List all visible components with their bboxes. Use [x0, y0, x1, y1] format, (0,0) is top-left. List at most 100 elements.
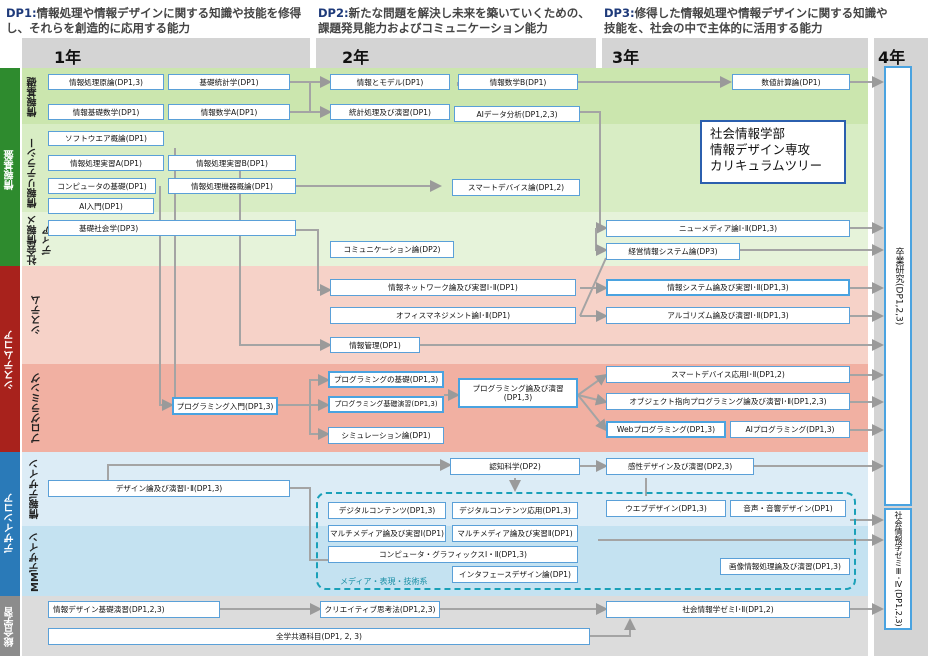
dp3-label: DP3: — [604, 6, 635, 20]
course-programming-ron: プログラミング論及び演習(DP1,3) — [458, 378, 578, 408]
course-label: コミュニケーション論(DP2) — [343, 245, 441, 254]
course-joho-sugaku-b: 情報数学B(DP1) — [458, 74, 578, 90]
course-label: 音声・音響デザイン(DP1) — [743, 504, 833, 513]
course-ai-data-bunseki: AIデータ分析(DP1,2,3) — [454, 106, 580, 122]
course-suchi-keisan: 数値計算論(DP1) — [732, 74, 850, 90]
course-digital-contents-oyo: デジタルコンテンツ応用(DP1,3) — [452, 502, 578, 519]
dp3-text: 修得した情報処理や情報デザインに関する知識や技能を、社会の中で主体的に活用する能… — [604, 6, 888, 35]
course-label: Webプログラミング(DP1,3) — [616, 425, 716, 434]
course-label: 情報デザイン基礎演習(DP1,2,3) — [53, 605, 165, 614]
course-joho-shori-jisshu-b: 情報処理実習B(DP1) — [168, 155, 296, 171]
title-line-2: 情報デザイン専攻 — [710, 142, 811, 157]
course-label: 情報システム論及び実習Ⅰ･Ⅱ(DP1,3) — [667, 283, 789, 292]
course-label: プログラミング基礎演習(DP1,3) — [334, 400, 438, 408]
course-label: 基礎社会学(DP3) — [79, 223, 139, 233]
course-label: 卒業研究(DP1,2,3) — [893, 246, 904, 326]
course-label: 情報処理実習B(DP1) — [196, 158, 268, 168]
course-label: オフィスマネジメント論Ⅰ･Ⅱ(DP1) — [395, 311, 511, 320]
course-label: 認知科学(DP2) — [489, 462, 541, 471]
course-label: クリエイティブ思考法(DP1,2,3) — [324, 605, 436, 614]
media-group-label: メディア・表現・技術系 — [340, 577, 428, 586]
course-label: スマートデバイス応用Ⅰ･Ⅱ(DP1,2) — [671, 370, 785, 379]
course-label: マルチメディア論及び実習Ⅱ(DP1) — [457, 529, 573, 538]
course-label: マルチメディア論及び実習Ⅰ(DP1) — [329, 529, 444, 538]
course-label: 情報管理(DP1) — [349, 340, 401, 350]
title-line-1: 社会情報学部 — [710, 126, 786, 141]
course-simulation-ron: シミュレーション論(DP1) — [328, 427, 444, 444]
course-multimedia-1: マルチメディア論及び実習Ⅰ(DP1) — [328, 525, 446, 542]
course-joho-shori-jisshu-a: 情報処理実習A(DP1) — [48, 155, 164, 171]
course-web-programming: Webプログラミング(DP1,3) — [606, 421, 726, 438]
course-label: コンピュータの基礎(DP1) — [57, 181, 147, 191]
course-label: AIデータ分析(DP1,2,3) — [476, 109, 558, 119]
course-label: 情報基礎数学(DP1) — [72, 107, 140, 117]
course-keiei-joho-system: 経営情報システム論(DP3) — [606, 243, 740, 260]
course-tokei-shori: 統計処理及び演習(DP1) — [330, 104, 450, 120]
course-label: デザイン論及び演習Ⅰ･Ⅱ(DP1,3) — [115, 484, 223, 493]
course-smart-device-oyo: スマートデバイス応用Ⅰ･Ⅱ(DP1,2) — [606, 366, 850, 383]
cat-strip-sogo — [0, 596, 20, 656]
course-label: 情報ネットワーク論及び実習Ⅰ･Ⅱ(DP1) — [388, 283, 518, 292]
course-label: 情報処理原論(DP1,3) — [69, 77, 143, 87]
course-label: 数値計算論(DP1) — [761, 77, 821, 87]
course-label: 社会情報学ゼミⅠ･Ⅱ(DP1,2) — [682, 605, 774, 614]
course-label: プログラミング論及び演習(DP1,3) — [472, 384, 564, 402]
course-multimedia-2: マルチメディア論及び実習Ⅱ(DP1) — [452, 525, 578, 542]
course-joho-design-kiso: 情報デザイン基礎演習(DP1,2,3) — [48, 601, 220, 618]
cat-strip-design-core — [0, 452, 20, 596]
course-programming-nyumon: プログラミング入門(DP1,3) — [172, 397, 278, 415]
dp1-text: 情報処理や情報デザインに関する知識や技能を修得し、それらを創造的に応用する能力 — [6, 6, 302, 35]
course-computer-graphics: コンピュータ・グラフィックスⅠ・Ⅱ(DP1,3) — [328, 546, 578, 563]
course-programming-kiso: プログラミングの基礎(DP1,3) — [328, 371, 444, 388]
course-programming-kiso-ensyu: プログラミング基礎演習(DP1,3) — [328, 396, 444, 413]
course-algorithm-ron: アルゴリズム論及び演習Ⅰ･Ⅱ(DP1,3) — [606, 307, 850, 324]
course-label: アルゴリズム論及び演習Ⅰ･Ⅱ(DP1,3) — [667, 311, 789, 320]
course-office-management: オフィスマネジメント論Ⅰ･Ⅱ(DP1) — [330, 307, 576, 324]
course-joho-kanri: 情報管理(DP1) — [330, 337, 420, 353]
course-label: 情報数学B(DP1) — [489, 77, 547, 87]
curriculum-title-box: 社会情報学部 情報デザイン専攻 カリキュラムツリー — [700, 120, 846, 184]
course-ninchi-kagaku: 認知科学(DP2) — [450, 458, 580, 475]
cat-strip-system-core — [0, 266, 20, 452]
course-web-design: ウエブデザイン(DP1,3) — [606, 500, 726, 517]
course-label: デジタルコンテンツ応用(DP1,3) — [459, 506, 571, 515]
course-label: プログラミング入門(DP1,3) — [176, 401, 274, 411]
course-label: 画像情報処理論及び演習(DP1,3) — [729, 562, 841, 571]
course-label: 情報とモデル(DP1) — [356, 77, 424, 87]
course-label: 情報数学A(DP1) — [200, 107, 258, 117]
course-joho-shori-kiki: 情報処理機器概論(DP1) — [168, 178, 296, 194]
course-label: AIプログラミング(DP1,3) — [745, 425, 835, 434]
year-label-4: 4年 — [878, 48, 906, 67]
cat-strip-joho-kiban — [0, 68, 20, 266]
dp3-heading: DP3:修得した情報処理や情報デザインに関する知識や技能を、社会の中で主体的に活… — [604, 6, 894, 36]
course-label: インタフェースデザイン論(DP1) — [459, 570, 571, 579]
course-joho-shori-genron: 情報処理原論(DP1,3) — [48, 74, 164, 90]
course-sotsugyo-kenkyu: 卒業研究(DP1,2,3) — [884, 66, 912, 506]
course-label: ウエブデザイン(DP1,3) — [625, 504, 707, 513]
course-seminar-3-4: 社会情報学ゼミⅢ･Ⅳ(DP1,2,3) — [884, 508, 912, 630]
dp2-heading: DP2:新たな問題を解決し未来を築いていくための、課題発見能力およびコミュニケー… — [318, 6, 593, 36]
dp2-label: DP2: — [318, 6, 349, 20]
course-design-ron: デザイン論及び演習Ⅰ･Ⅱ(DP1,3) — [48, 480, 290, 497]
course-kiso-tokei: 基礎統計学(DP1) — [168, 74, 290, 90]
course-software-gairon: ソフトウエア概論(DP1) — [48, 131, 164, 146]
course-zengaku-kyotsu: 全学共通科目(DP1, 2, 3) — [48, 628, 590, 645]
course-smart-device-ron: スマートデバイス論(DP1,2) — [452, 179, 580, 196]
course-computer-kiso: コンピュータの基礎(DP1) — [48, 178, 156, 194]
course-label: ニューメディア論Ⅰ･Ⅱ(DP1,3) — [678, 224, 778, 233]
course-kansei-design: 感性デザイン及び演習(DP2,3) — [606, 458, 754, 475]
dp2-text: 新たな問題を解決し未来を築いていくための、課題発見能力およびコミュニケーション能… — [318, 6, 590, 35]
course-object-shikou: オブジェクト指向プログラミング論及び演習Ⅰ･Ⅱ(DP1,2,3) — [606, 393, 850, 410]
course-communication-ron: コミュニケーション論(DP2) — [330, 241, 454, 258]
course-label: 社会情報学ゼミⅢ･Ⅳ(DP1,2,3) — [894, 511, 903, 627]
course-joho-sugaku-a: 情報数学A(DP1) — [168, 104, 290, 120]
dp1-heading: DP1:情報処理や情報デザインに関する知識や技能を修得し、それらを創造的に応用す… — [6, 6, 308, 36]
course-label: 感性デザイン及び演習(DP2,3) — [627, 462, 733, 471]
course-kiso-shakaigaku: 基礎社会学(DP3) — [48, 220, 296, 236]
course-label: オブジェクト指向プログラミング論及び演習Ⅰ･Ⅱ(DP1,2,3) — [629, 397, 827, 406]
year-label-1: 1年 — [54, 48, 82, 67]
course-label: 全学共通科目(DP1, 2, 3) — [275, 632, 363, 641]
media-group-frame — [316, 492, 856, 590]
course-label: コンピュータ・グラフィックスⅠ・Ⅱ(DP1,3) — [379, 550, 527, 559]
